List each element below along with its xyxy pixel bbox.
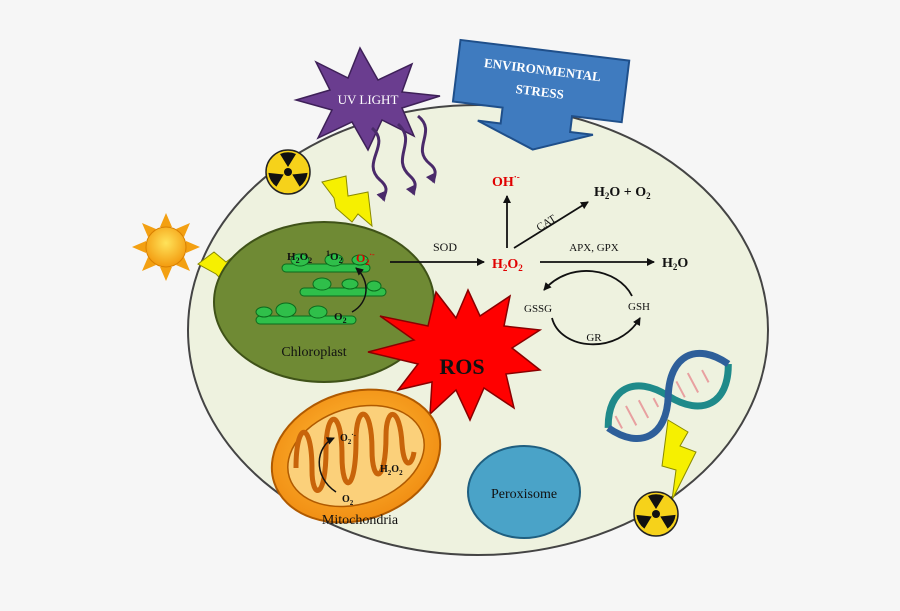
cat-arrow bbox=[513, 201, 589, 249]
hydroxyl-radical: OH·- bbox=[492, 172, 520, 190]
mito-curved-arrow bbox=[318, 437, 337, 493]
mitochondria-label: Mitochondria bbox=[322, 513, 399, 528]
gsh-label: GSH bbox=[628, 301, 650, 313]
chl-singlet-oxygen: 1O2 bbox=[326, 249, 343, 265]
peroxisome bbox=[467, 445, 581, 539]
lightning-icon bbox=[661, 419, 697, 501]
mito-o2: O2 bbox=[342, 494, 354, 507]
chloroplast-label: Chloroplast bbox=[281, 345, 346, 360]
chl-o2: O2 bbox=[334, 311, 347, 325]
mitochondria bbox=[270, 388, 442, 524]
h2o2-main: H2O2 bbox=[492, 257, 523, 273]
uv-light-label: UV LIGHT bbox=[338, 92, 399, 107]
uv-light-burst-icon bbox=[293, 46, 441, 152]
chl-h2o2: H2O2 bbox=[287, 251, 312, 265]
gssg-to-gsh-arrow bbox=[551, 317, 641, 346]
radiation-icon bbox=[633, 491, 679, 537]
apx-gpx-label: APX, GPX bbox=[569, 242, 619, 254]
ros-label: ROS bbox=[439, 354, 484, 379]
h2o-o2-product: H2O + O2 bbox=[594, 185, 651, 201]
lightning-icon bbox=[321, 175, 373, 228]
chl-curved-arrow bbox=[351, 267, 367, 313]
chl-superoxide: O2·- bbox=[356, 250, 375, 267]
gr-label: GR bbox=[586, 332, 602, 344]
radiation-icon bbox=[265, 149, 311, 195]
env-line2: STRESS bbox=[515, 81, 565, 102]
h2o-product: H2O bbox=[662, 256, 688, 272]
sun-icon bbox=[132, 213, 200, 281]
sod-label: SOD bbox=[433, 240, 457, 254]
environmental-stress-arrow: ENVIRONMENTAL STRESS bbox=[451, 38, 631, 151]
gsh-to-gssg-arrow bbox=[543, 270, 633, 297]
peroxisome-label: Peroxisome bbox=[491, 487, 557, 502]
ros-burst bbox=[367, 288, 543, 422]
gssg-label: GSSG bbox=[524, 303, 552, 315]
dna-helix-icon bbox=[604, 350, 732, 442]
uv-rays bbox=[370, 114, 437, 202]
mito-h2o2: H2O2 bbox=[380, 464, 403, 477]
thylakoid-stack-icon bbox=[255, 253, 387, 325]
mito-superoxide: O2·- bbox=[340, 431, 357, 446]
